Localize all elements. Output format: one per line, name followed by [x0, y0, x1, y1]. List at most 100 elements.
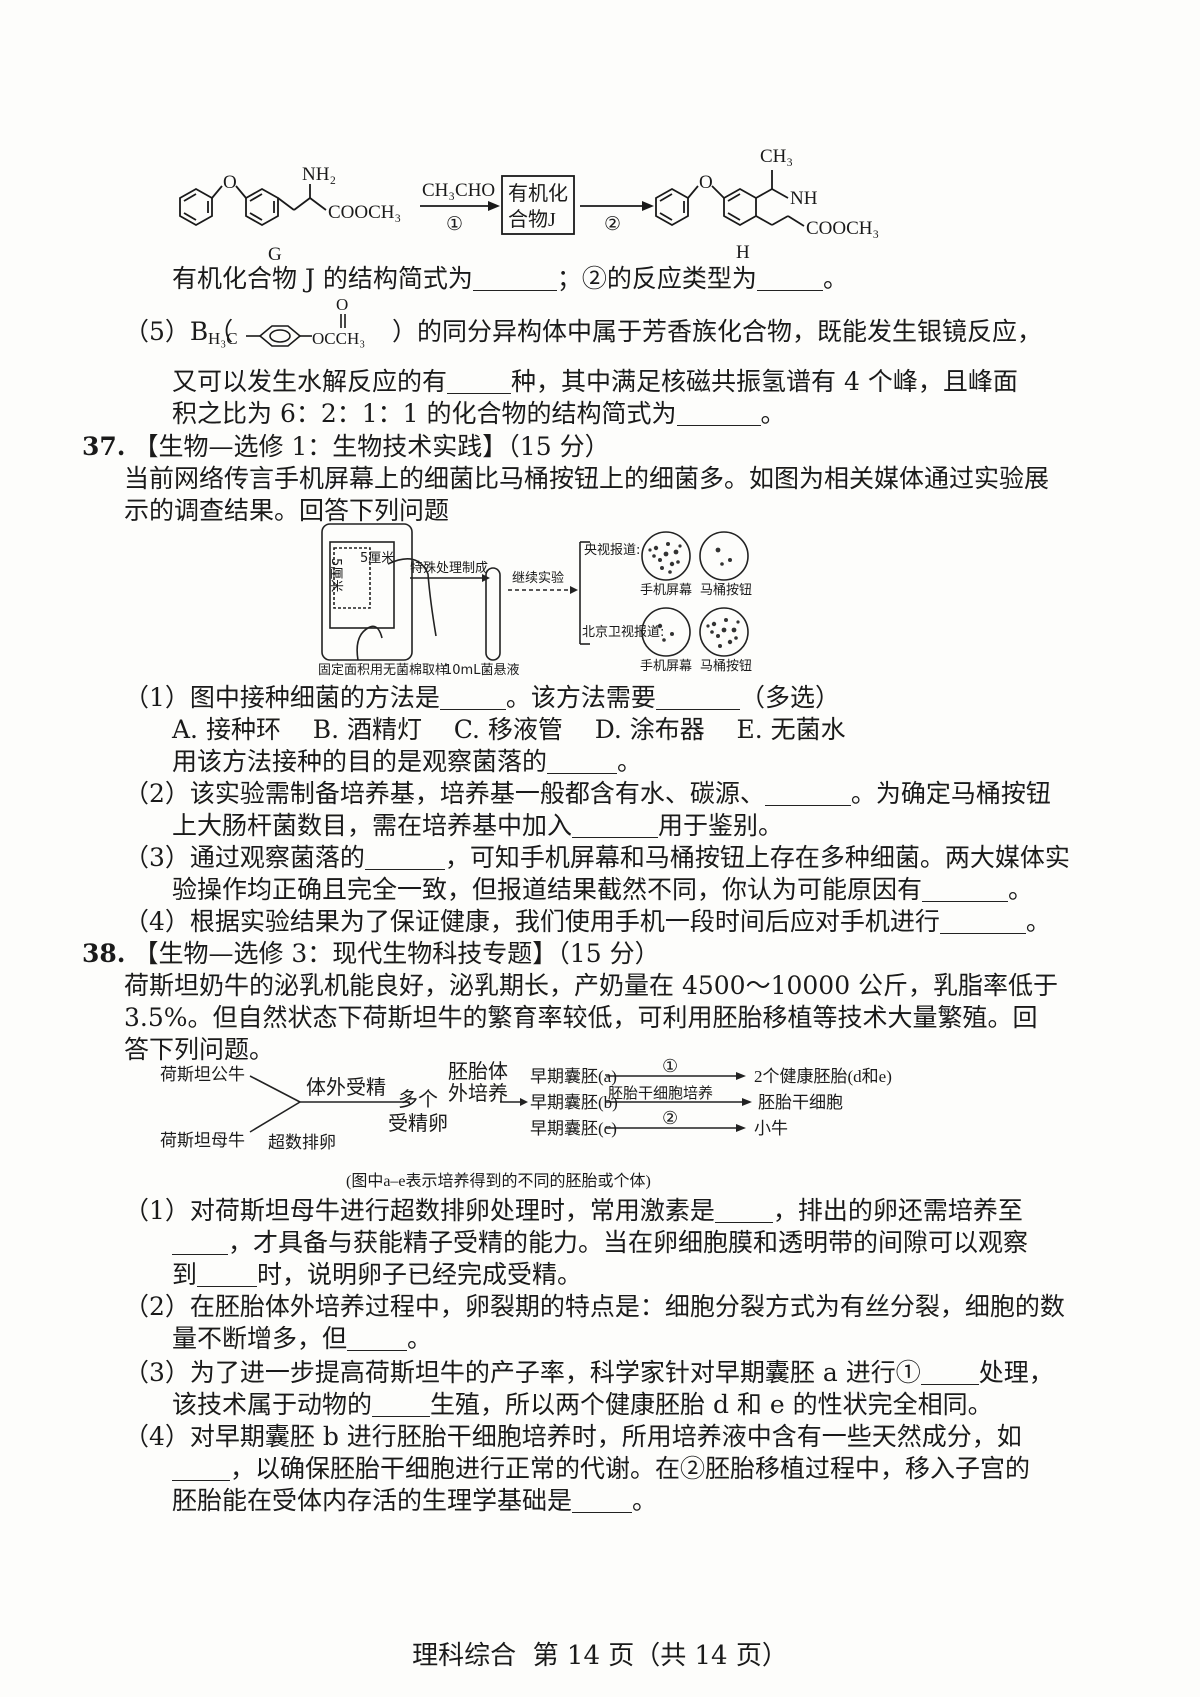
q37-sub1b: 用该方法接种的目的是观察菌落的。 — [172, 747, 643, 776]
answer-blank[interactable] — [756, 266, 823, 291]
q5-line1-rest: ）的同分异构体中属于芳香族化合物，既能发生银镜反应， — [392, 317, 1043, 346]
question-title: 【生物—选修 1：生物技术实践】（15 分） — [133, 432, 610, 461]
sub-question-number: （1） — [124, 683, 190, 712]
answer-blank[interactable] — [197, 1262, 258, 1287]
g-oxygen: O — [223, 172, 237, 193]
b-ester-group: OCCH₃ — [312, 329, 365, 348]
output-embryos: 2个健康胚胎(d和e) — [754, 1067, 892, 1086]
sub-question-number: （2） — [124, 1292, 190, 1321]
h-amine-group: NH — [790, 188, 818, 209]
answer-blank[interactable] — [472, 266, 557, 291]
culture-label: 外培养 — [448, 1082, 508, 1105]
g-label: G — [268, 244, 282, 265]
h-oxygen: O — [699, 172, 713, 193]
compound-j-line1: 有机化 — [508, 182, 568, 205]
answer-blank[interactable] — [347, 1326, 408, 1351]
q5-line2: 又可以发生水解反应的有种，其中满足核磁共振氢谱有 4 个峰，且峰面 — [172, 367, 1018, 396]
answer-blank[interactable] — [447, 369, 512, 394]
q38-sub3b: 该技术属于动物的生殖，所以两个健康胚胎 d 和 e 的性状完全相同。 — [172, 1390, 993, 1419]
answer-blank[interactable] — [920, 1360, 979, 1385]
question-number: 37. — [82, 432, 126, 461]
q38-intro3: 答下列问题。 — [124, 1035, 275, 1064]
answer-blank[interactable] — [572, 813, 659, 838]
zygotes-label: 受精卵 — [388, 1112, 448, 1135]
answer-blank[interactable] — [547, 749, 618, 774]
sub-question-number: （2） — [124, 779, 190, 808]
question-number: （5） — [124, 317, 190, 346]
q37-intro1: 当前网络传言手机屏幕上的细菌比马桶按钮上的细菌多。如图为相关媒体通过实验展 — [124, 464, 1050, 493]
b-carbonyl-oxygen: O — [336, 296, 348, 314]
zygotes-label: 多个 — [398, 1088, 438, 1111]
output-stem-cells: 胚胎干细胞 — [758, 1093, 843, 1112]
q38-sub2b: 量不断增多，但。 — [172, 1324, 433, 1353]
q38-embryo-figure: 荷斯坦公牛 荷斯坦母牛 体外受精 超数排卵 多个 受精卵 胚胎体 外培养 早期囊… — [160, 1056, 892, 1190]
answer-blank[interactable] — [172, 1456, 230, 1481]
answer-blank[interactable] — [364, 845, 445, 870]
b-methyl: H₃C — [208, 329, 238, 348]
q38-heading: 38. 【生物—选修 3：现代生物科技专题】（15 分） — [82, 937, 660, 971]
q37-intro2: 示的调查结果。回答下列问题 — [124, 496, 450, 525]
arrow1-label: ① — [662, 1056, 678, 1076]
h-ester-group: COOCH₃ — [806, 218, 879, 239]
area-side-label-vertical: 5厘米 — [328, 558, 343, 592]
page-footer: 理科综合 第 14 页（共 14 页） — [412, 1641, 788, 1671]
ivf-label: 体外受精 — [306, 1076, 386, 1099]
q37-experiment-figure: 5厘米 5厘米 固定面积用无菌棉取样 特殊处理制成 10mL菌悬液 继续实验 央… — [318, 523, 752, 678]
q38-sub1c: 到时，说明卵子已经完成受精。 — [172, 1260, 583, 1289]
q37-sub3: （3）通过观察菌落的，可知手机屏幕和马桶按钮上存在多种细菌。两大媒体实 — [124, 843, 1070, 872]
q37-sub2b: 上大肠杆菌数目，需在培养基中加入用于鉴别。 — [172, 811, 784, 840]
g-ester-group: COOCH₃ — [328, 202, 401, 223]
superovulation-label: 超数排卵 — [268, 1133, 336, 1152]
sub-question-number: （3） — [124, 1358, 190, 1387]
q38-sub2: （2）在胚胎体外培养过程中，卵裂期的特点是：细胞分裂方式为有丝分裂，细胞的数 — [124, 1292, 1065, 1321]
g-amino-group: NH₂ — [302, 164, 336, 185]
reagent-label: CH₃CHO — [422, 180, 495, 201]
source-btv: 北京卫视报道: — [582, 625, 664, 640]
q38-sub4b: ，以确保胚胎干细胞进行正常的代谢。在②胚胎移植过程中，移入子宫的 — [172, 1452, 1030, 1486]
answer-blank[interactable] — [922, 877, 1009, 902]
answer-blank[interactable] — [439, 685, 506, 710]
q38-sub1b: ，才具备与获能精子受精的能力。当在卵细胞膜和透明带的间隙可以观察 — [172, 1226, 1028, 1260]
h-label: H — [736, 242, 750, 263]
step2-label: ② — [604, 214, 621, 235]
dish-label: 手机屏幕 — [640, 659, 692, 674]
blastocyst-c: 早期囊胚(c) — [530, 1119, 617, 1138]
answer-blank[interactable] — [172, 1230, 228, 1255]
answer-blank[interactable] — [714, 1198, 773, 1223]
sub-question-number: （4） — [124, 907, 190, 936]
source-cctv: 央视报道: — [584, 543, 640, 558]
suspension-label: 10mL菌悬液 — [444, 663, 519, 678]
figure-caption: (图中a–e表示培养得到的不同的胚胎或个体) — [346, 1172, 651, 1190]
q5-line3: 积之比为 6：2：1：1 的化合物的结构简式为。 — [172, 399, 786, 428]
q38-intro1: 荷斯坦奶牛的泌乳机能良好，泌乳期长，产奶量在 4500～10000 公斤，乳脂率… — [124, 971, 1059, 1000]
sub-question-number: （1） — [124, 1196, 190, 1225]
h-methyl-group: CH₃ — [760, 146, 793, 167]
dish-label: 马桶按钮 — [700, 583, 752, 598]
area-side-label: 5厘米 — [360, 551, 394, 566]
dish-label: 马桶按钮 — [700, 659, 752, 674]
sub-question-number: （4） — [124, 1422, 190, 1451]
arrow2-label: ② — [662, 1108, 678, 1128]
answer-blank[interactable] — [939, 909, 1026, 934]
q37-options: A. 接种环 B. 酒精灯 C. 移液管 D. 涂布器 E. 无菌水 — [172, 715, 846, 744]
continue-step-label: 继续实验 — [512, 570, 564, 586]
q38-sub4c: 胚胎能在受体内存活的生理学基础是。 — [172, 1486, 658, 1515]
sub-question-number: （3） — [124, 843, 190, 872]
q37-heading: 37. 【生物—选修 1：生物技术实践】（15 分） — [82, 430, 610, 464]
q5-line1: （5）B（ — [124, 317, 234, 346]
step1-label: ① — [446, 214, 463, 235]
answer-blank[interactable] — [764, 781, 851, 806]
answer-blank[interactable] — [572, 1488, 633, 1513]
compound-j-line2: 合物J — [508, 208, 556, 231]
esc-culture-label: 胚胎干细胞培养 — [608, 1085, 713, 1102]
answer-blank[interactable] — [676, 401, 761, 426]
answer-blank[interactable] — [372, 1392, 431, 1417]
q38-sub4: （4）对早期囊胚 b 进行胚胎干细胞培养时，所用培养液中含有一些天然成分，如 — [124, 1422, 1022, 1451]
output-calf: 小牛 — [754, 1119, 788, 1138]
q38-intro2: 3.5%。但自然状态下荷斯坦牛的繁育率较低，可利用胚胎移植等技术大量繁殖。回 — [124, 1003, 1038, 1032]
q37-sub4: （4）根据实验结果为了保证健康，我们使用手机一段时间后应对手机进行。 — [124, 907, 1051, 936]
q37-sub3b: 验操作均正确且完全一致，但报道结果截然不同，你认为可能原因有。 — [172, 875, 1034, 904]
answer-blank[interactable] — [655, 685, 740, 710]
compound-b-structure: H₃C O OCCH₃ — [208, 296, 365, 348]
